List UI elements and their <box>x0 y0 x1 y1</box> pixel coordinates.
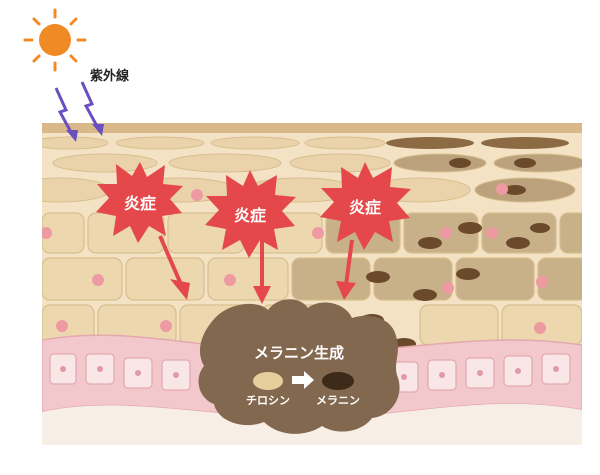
inflammation-label-3: 炎症 <box>349 198 381 217</box>
flat-cell-row-2-pigmented <box>393 153 582 173</box>
flat-cell-row-1 <box>42 136 386 150</box>
uv-ray-icons <box>54 81 104 142</box>
sun-icon <box>23 8 87 72</box>
tyrosine-granule <box>253 372 283 390</box>
conversion-arrow-icon <box>292 371 314 389</box>
cell-nuclei <box>42 227 548 334</box>
inflammation-burst-2: 炎症 <box>205 170 296 258</box>
skin-cross-section <box>42 123 582 445</box>
melanin-granule <box>322 372 354 390</box>
inflammation-burst-1: 炎症 <box>96 162 183 243</box>
flat-cell-row-3-pigmented <box>191 177 576 203</box>
stratum-corneum <box>42 123 582 133</box>
inflammation-arrows <box>158 235 356 304</box>
starburst-icon <box>320 162 411 250</box>
uv-ray-icon-1 <box>54 87 74 135</box>
inflammation-label-1: 炎症 <box>124 194 156 213</box>
melanocyte-body <box>198 299 400 434</box>
inflammation-burst-3: 炎症 <box>320 162 411 250</box>
inflammation-label-2: 炎症 <box>234 206 266 225</box>
melanin-label: メラニン <box>316 394 360 407</box>
basal-cell-dots <box>60 366 559 380</box>
starburst-icon <box>205 170 296 258</box>
spinous-cell-row-2 <box>42 257 289 301</box>
starburst-icon <box>96 162 183 243</box>
uv-ray-icon-2 <box>80 81 100 129</box>
flat-cell-row-1-pigmented <box>386 137 569 149</box>
flat-cell-row-2 <box>52 153 391 173</box>
uv-label: 紫外線 <box>90 68 130 84</box>
melanocyte: メラニン生成 チロシン メラニン <box>198 299 400 434</box>
tyrosine-label: チロシン <box>246 394 290 407</box>
melanin-generation-label: メラニン生成 <box>254 344 344 362</box>
spinous-cell-row-2-pigmented <box>291 257 582 301</box>
